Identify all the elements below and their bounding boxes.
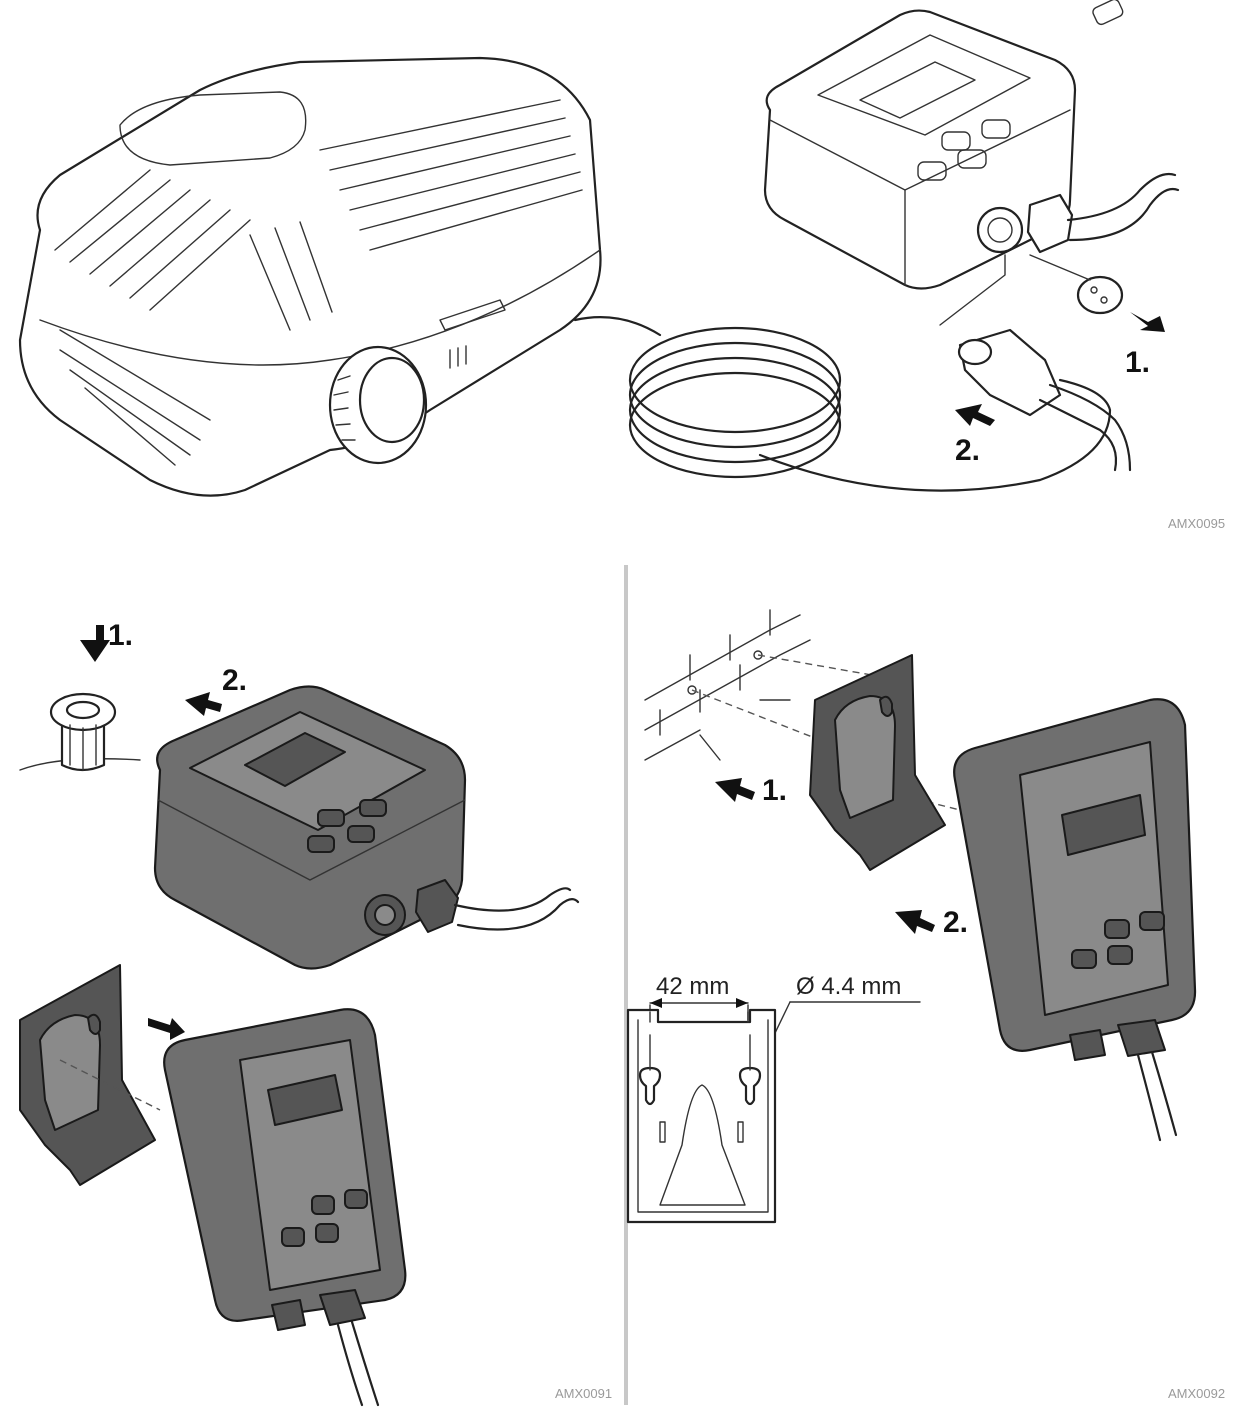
wall-bracket-illustration (809, 654, 946, 871)
hole-spacing-label: 42 mm (656, 973, 729, 1000)
left-figure-code: AMX0091 (555, 1386, 612, 1401)
arrow-icon (148, 1018, 185, 1040)
left-step1-label: 1. (108, 619, 133, 652)
right-step2-label: 2. (943, 906, 968, 939)
brick-wall-illustration (644, 609, 811, 761)
pump-illustration (18, 56, 602, 497)
top-step2-label: 2. (955, 434, 980, 467)
hole-diameter-label: Ø 4.4 mm (796, 973, 901, 1000)
bottom-right-panel: 1. 2. (626, 609, 1225, 1401)
bushing-illustration (19, 692, 141, 772)
arrow-icon (715, 778, 755, 802)
left-step2-label: 2. (222, 664, 247, 697)
right-step1-label: 1. (762, 774, 787, 807)
right-figure-code: AMX0092 (1168, 1386, 1225, 1401)
top-figure-code: AMX0095 (1168, 516, 1225, 531)
arrow-icon (955, 404, 995, 426)
coiled-cable (573, 316, 1112, 492)
top-step1-label: 1. (1125, 346, 1150, 379)
arrow-icon (895, 910, 935, 934)
controller-illustration (763, 0, 1180, 472)
controller-upright-illustration (163, 1008, 407, 1407)
arrow-icon (80, 625, 110, 662)
controller-illustration (153, 685, 580, 970)
bracket-dimension-drawing (626, 998, 921, 1224)
arrow-icon (185, 692, 222, 716)
controller-upright-illustration (953, 698, 1197, 1142)
wall-bracket-illustration (19, 964, 161, 1186)
arrow-icon (1130, 312, 1165, 332)
top-panel: 1. 2. AMX0095 (18, 0, 1225, 531)
bottom-left-panel: 1. 2. (19, 619, 612, 1407)
